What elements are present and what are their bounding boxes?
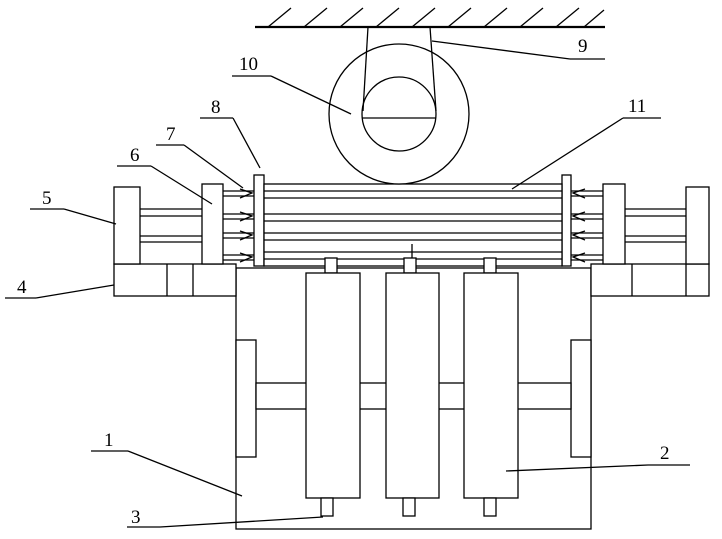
callout-6: 6: [130, 145, 140, 166]
callout-10: 10: [239, 54, 258, 75]
callout-9: 9: [578, 36, 588, 57]
callout-7: 7: [166, 124, 176, 145]
rollers: [306, 258, 518, 516]
callout-5: 5: [42, 188, 52, 209]
callout-11: 11: [628, 96, 646, 117]
callout-2: 2: [660, 443, 670, 464]
callout-4: 4: [17, 277, 27, 298]
callout-3: 3: [131, 507, 141, 528]
callout-8: 8: [211, 97, 221, 118]
ceiling-support: [255, 8, 605, 27]
callout-1: 1: [104, 430, 114, 451]
sheet-stack: [264, 184, 562, 266]
